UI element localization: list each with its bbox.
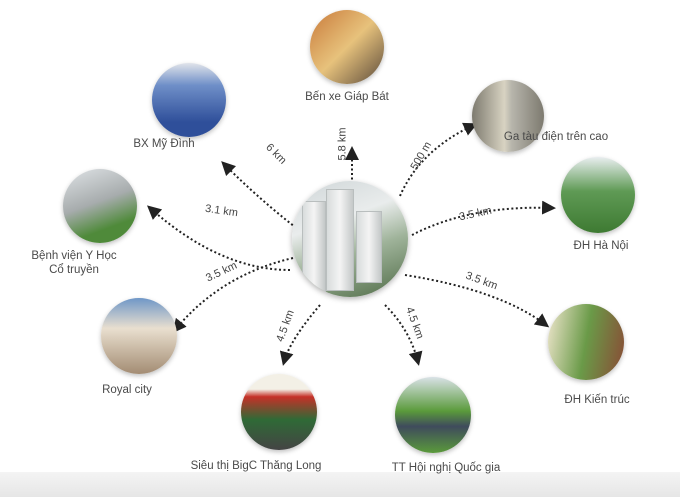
label-dh-kien-truc: ĐH Kiến trúc — [564, 394, 630, 406]
label-line-1: Bệnh viện Y Học — [31, 250, 117, 262]
label-dh-ha-noi: ĐH Hà Nội — [573, 240, 629, 252]
label-line-2: Cổ truyền — [49, 264, 99, 276]
photo-bigc-thang-long — [241, 374, 317, 450]
project-building-image — [292, 181, 408, 297]
arrow-ga-tau — [399, 122, 478, 197]
bottom-band — [0, 472, 680, 497]
label-ben-xe-giap-bat: Bến xe Giáp Bát — [305, 91, 389, 103]
label-tt-hoi-nghi: TT Hội nghị Quốc gia — [391, 462, 501, 474]
label-royal-city: Royal city — [102, 384, 152, 396]
label-benh-vien-y-hoc: Bệnh viện Y Học Cổ truyền — [31, 249, 116, 277]
photo-bx-my-dinh — [152, 63, 226, 137]
arrow-dh-ha-noi — [411, 200, 556, 236]
label-ga-tau-dien: Ga tàu điện trên cao — [503, 131, 609, 143]
label-bx-my-dinh: BX Mỹ Đình — [133, 138, 195, 150]
arrow-hoi-nghi — [384, 304, 423, 366]
distance-giap-bat: 5.8 km — [336, 127, 349, 161]
photo-ben-xe-giap-bat — [310, 10, 384, 84]
photo-benh-vien-y-hoc — [63, 169, 137, 243]
arrow-benh-vien — [147, 205, 291, 271]
photo-ga-tau-dien — [472, 80, 544, 152]
arrow-my-dinh — [221, 161, 319, 245]
label-bigc-thang-long: Siêu thị BigC Thăng Long — [190, 460, 322, 472]
arrow-bigc — [279, 304, 321, 366]
photo-royal-city — [101, 298, 177, 374]
photo-dh-kien-truc — [548, 304, 624, 380]
photo-dh-ha-noi — [561, 157, 635, 233]
photo-tt-hoi-nghi — [395, 377, 471, 453]
